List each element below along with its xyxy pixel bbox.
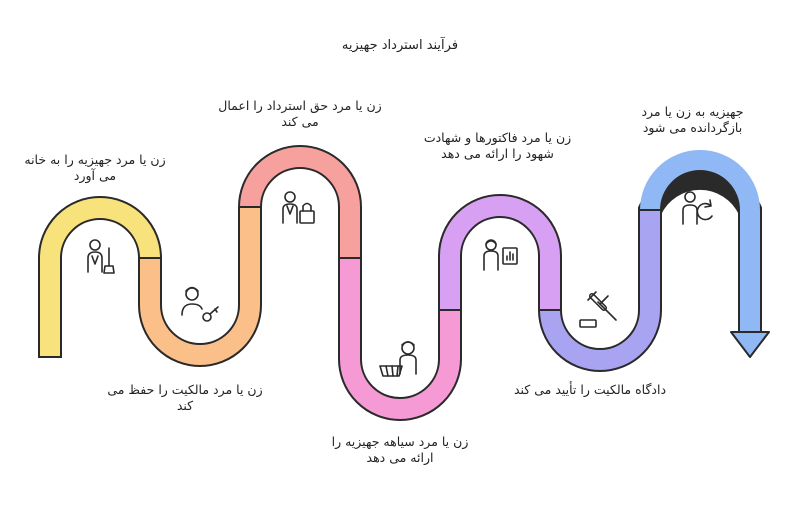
process-path (38, 145, 770, 421)
gavel-icon (579, 291, 617, 328)
step-1-label: زن یا مرد جهیزیه را به خانه می آورد (24, 152, 166, 183)
step-3-label: زن یا مرد حق استرداد را اعمال می کند (218, 98, 382, 129)
end-arrow (730, 331, 770, 358)
diagram-title: فرآیند استرداد جهیزیه (341, 38, 459, 53)
segment-5 (440, 196, 560, 310)
segment-1 (40, 198, 160, 357)
step-5-label: زن یا مرد فاکتورها و شهادت شهود را ارائه… (423, 130, 572, 161)
person-with-broom-icon (87, 239, 115, 274)
person-with-key-icon (181, 286, 219, 322)
person-with-return-arrow-icon (682, 191, 713, 225)
segment-3 (240, 147, 360, 258)
person-with-basket-icon (379, 341, 417, 377)
segment-4 (340, 258, 460, 419)
person-with-lock-icon (282, 191, 315, 224)
segment-2 (140, 207, 260, 365)
segment-7 (640, 150, 760, 332)
step-7-label: جهیزیه به زن یا مرد بازگردانده می شود (641, 104, 744, 135)
segment-6 (540, 210, 660, 370)
step-2-label: زن یا مرد مالکیت را حفظ می کند (107, 382, 263, 413)
step-6-label: دادگاه مالکیت را تأیید می کند (513, 382, 667, 397)
person-with-chart-icon (483, 239, 518, 271)
step-4-label: زن یا مرد سیاهه جهیزیه را ارائه می دهد (331, 434, 469, 465)
